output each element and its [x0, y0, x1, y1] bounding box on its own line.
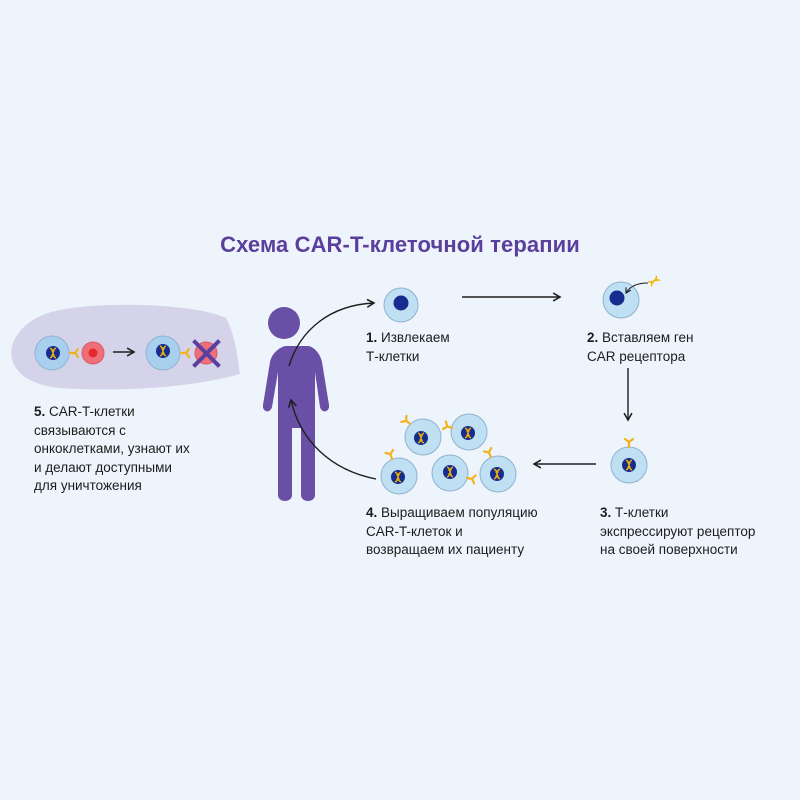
cross-mark-icon — [192, 339, 221, 368]
arrow-return — [287, 398, 377, 480]
step-number: 2. — [587, 330, 599, 345]
callout-bubble — [11, 304, 240, 390]
step-text: CAR-T-клетки — [49, 404, 135, 419]
step-number: 1. — [366, 330, 378, 345]
car-t-cell-icon — [145, 335, 191, 371]
step-text: CAR рецептора — [587, 348, 686, 364]
step-text: CAR-T-клеток и — [366, 523, 463, 539]
step-text: на своей поверхности — [600, 542, 738, 557]
step-5-caption: 5. CAR-T-клетки связываются с онкоклетка… — [34, 403, 190, 496]
step-text: экспрессируют рецептор — [600, 523, 756, 539]
step-number: 4. — [366, 505, 378, 520]
step-2-caption: 2. Вставляем ген CAR рецептора — [587, 329, 694, 366]
step-text: Выращиваем популяцию — [381, 505, 538, 520]
person-silhouette-icon — [262, 307, 330, 501]
step-text: Т-клетки — [366, 348, 420, 364]
step-3-caption: 3. Т-клетки экспрессируют рецептор на св… — [600, 504, 755, 560]
step-text: связываются с — [34, 422, 126, 438]
step-text: Вставляем ген — [602, 330, 694, 345]
car-t-cell-icon — [431, 454, 477, 492]
t-cell-icon — [383, 287, 419, 323]
arrow-extract — [288, 298, 376, 367]
car-t-cell-icon — [479, 446, 517, 493]
car-t-cell-icon — [34, 335, 80, 371]
step-1-caption: 1. Извлекаем Т-клетки — [366, 329, 450, 366]
t-cell-icon — [602, 274, 661, 319]
car-t-cell-icon — [442, 413, 488, 451]
step-text: Т-клетки — [615, 505, 669, 520]
step-text: для уничтожения — [34, 478, 142, 493]
step-number: 5. — [34, 404, 46, 419]
step-text: онкоклетками, узнают их — [34, 441, 190, 456]
step-text: и делают доступными — [34, 459, 172, 475]
dna-gene-icon — [647, 274, 661, 288]
cancer-cell-destroyed-icon — [192, 339, 221, 368]
step-4-caption: 4. Выращиваем популяцию CAR-T-клеток и в… — [366, 504, 538, 560]
step-number: 3. — [600, 505, 612, 520]
page-title: Схема CAR-T-клеточной терапии — [220, 232, 580, 257]
car-t-cell-icon — [380, 449, 418, 495]
car-t-cell-icon — [610, 437, 648, 484]
step-text: возвращаем их пациенту — [366, 542, 525, 557]
cancer-cell-icon — [81, 341, 105, 365]
car-t-cell-icon — [400, 414, 442, 456]
step-text: Извлекаем — [381, 330, 450, 345]
car-t-cell-population — [380, 413, 517, 495]
